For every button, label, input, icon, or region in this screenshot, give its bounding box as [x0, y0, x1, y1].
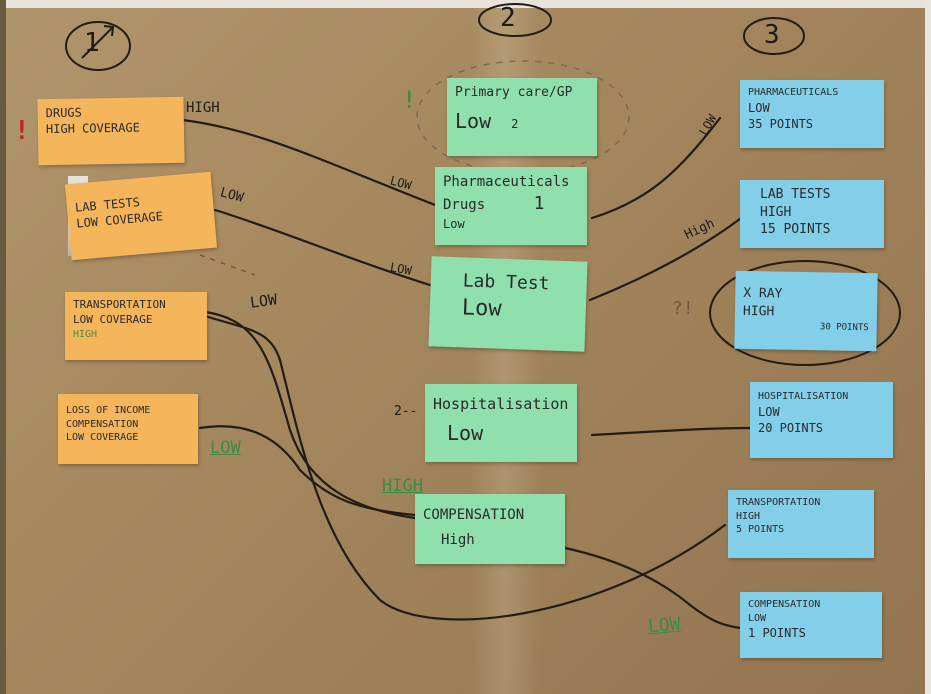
note-pharma-level: Low — [443, 217, 465, 232]
circle-number-2 — [478, 3, 552, 37]
label-low-transport: LOW — [248, 290, 279, 312]
line-income-to-comp — [198, 425, 417, 517]
note-result-transport-title: TRANSPORTATION — [736, 497, 821, 508]
note-result-transport-points: 5 POINTS — [736, 524, 785, 535]
question-mark-xray: ?! — [672, 298, 694, 319]
note-pharma-title: Pharmaceuticals — [443, 174, 570, 190]
note-result-pharma-title: PHARMACEUTICALS — [748, 87, 839, 98]
note-hospitalisation-title: Hospitalisation — [433, 395, 569, 413]
column-number-1: 1 — [84, 28, 100, 58]
note-primary-care[interactable]: Primary care/GP Low 2 — [447, 78, 597, 156]
note-compensation-title: COMPENSATION — [423, 507, 525, 523]
label-high-compensation: HIGH — [382, 476, 423, 496]
label-low-compensation-right: LOW — [647, 613, 682, 638]
note-result-comp-points: 1 POINTS — [748, 626, 806, 640]
note-result-transportation[interactable]: TRANSPORTATION HIGH 5 POINTS — [728, 490, 874, 558]
note-result-pharma-points: 35 POINTS — [748, 116, 814, 131]
note-result-lab-tests[interactable]: LAB TESTS HIGH 15 POINTS — [740, 180, 884, 248]
note-transportation-coverage: LOW COVERAGE — [73, 312, 153, 326]
note-result-lab-title: LAB TESTS — [760, 187, 831, 202]
note-hospitalisation-level: Low — [447, 421, 484, 446]
wall-strip-right — [925, 0, 931, 694]
label-low-income: LOW — [210, 438, 241, 458]
column-number-3: 3 — [764, 20, 780, 50]
line-hosp-to-hosp — [590, 426, 752, 437]
red-exclamation-mark: ! — [14, 116, 30, 146]
label-high-drugs: HIGH — [186, 100, 220, 116]
note-lab-test-level: Low — [461, 295, 502, 323]
note-primary-care-level: Low 2 — [455, 108, 589, 135]
note-income-compensation: COMPENSATION — [66, 418, 139, 430]
line-pharma-to-pharma — [590, 116, 722, 220]
column-number-2: 2 — [500, 3, 516, 33]
note-result-pharmaceuticals[interactable]: PHARMACEUTICALS LOW 35 POINTS — [740, 80, 884, 148]
wall-strip-top — [0, 0, 931, 8]
green-exclamation-mark: ! — [402, 86, 417, 114]
line-labtests-to-labtest — [213, 208, 432, 287]
circle-number-1-arrow — [81, 25, 115, 59]
note-result-lab-points: 15 POINTS — [760, 222, 831, 238]
note-compensation[interactable]: COMPENSATION High — [415, 494, 565, 564]
note-primary-care-title: Primary care/GP — [455, 85, 573, 100]
note-income-title: LOSS OF INCOME — [66, 405, 151, 416]
note-result-hospitalisation[interactable]: HOSPITALISATION LOW 20 POINTS — [750, 382, 893, 458]
note-transportation-title: TRANSPORTATION — [73, 298, 166, 311]
note-result-comp-level: LOW — [748, 612, 767, 624]
note-result-compensation[interactable]: COMPENSATION LOW 1 POINTS — [740, 592, 882, 658]
note-result-xray-level: HIGH — [742, 303, 775, 319]
note-result-xray[interactable]: X RAY HIGH 30 POINTS — [734, 270, 878, 352]
note-result-xray-title: X RAY — [743, 285, 783, 302]
note-result-transport-level: HIGH — [736, 510, 761, 522]
note-result-hosp-title: HOSPITALISATION — [758, 391, 849, 402]
note-income-coverage: LOW COVERAGE — [66, 432, 139, 443]
line-comp-to-comp — [563, 546, 742, 630]
note-pharma-sub-text: Drugs — [443, 196, 486, 213]
note-lab-tests[interactable]: LAB TESTS LOW COVERAGE — [64, 171, 218, 261]
note-result-xray-points: 30 POINTS — [819, 322, 869, 334]
note-pharma-rank: 1 — [533, 192, 545, 214]
note-pharma-sub: Drugs 1 — [443, 192, 579, 216]
ring-xray — [709, 260, 901, 366]
note-pharmaceuticals[interactable]: Pharmaceuticals Drugs 1 Low — [435, 167, 587, 245]
note-transportation[interactable]: TRANSPORTATION LOW COVERAGE HIGH — [65, 292, 207, 360]
note-transportation-scribble: HIGH — [73, 328, 98, 340]
note-result-pharma-level: LOW — [748, 100, 770, 115]
line-drugs-to-pharma — [181, 118, 437, 207]
note-lab-test[interactable]: Lab Test Low — [428, 256, 588, 352]
note-result-hosp-level: LOW — [758, 404, 780, 419]
note-compensation-level: High — [441, 531, 475, 548]
note-primary-care-level-text: Low — [455, 108, 492, 133]
note-hospitalisation[interactable]: Hospitalisation Low — [425, 384, 577, 462]
rank-hospitalisation: 2-- — [394, 404, 418, 419]
line-transport-to-comp-2 — [203, 314, 727, 621]
note-result-lab-level: HIGH — [760, 204, 792, 220]
dashed-mark — [199, 254, 256, 276]
note-primary-care-rank: 2 — [511, 116, 519, 131]
circle-number-3 — [743, 17, 805, 55]
circle-number-1 — [65, 21, 131, 71]
note-result-hosp-points: 20 POINTS — [758, 420, 824, 435]
wall-strip-left — [0, 0, 6, 694]
note-loss-of-income[interactable]: LOSS OF INCOME COMPENSATION LOW COVERAGE — [58, 394, 198, 464]
line-lab-to-lab — [588, 213, 747, 302]
note-drugs[interactable]: DRUGS HIGH COVERAGE — [37, 96, 185, 166]
note-result-comp-title: COMPENSATION — [748, 599, 821, 610]
note-drugs-coverage: HIGH COVERAGE — [45, 120, 140, 137]
